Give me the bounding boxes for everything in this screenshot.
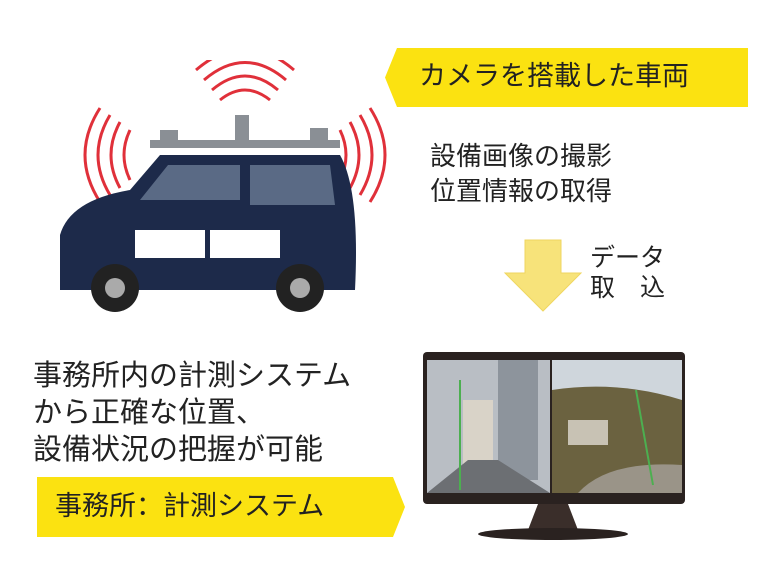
vehicle-banner: カメラを搭載した車両: [385, 48, 748, 107]
monitor-illustration: [423, 352, 685, 540]
data-import-line: データ: [590, 243, 666, 272]
capture-line: 位置情報の取得: [430, 177, 613, 207]
office-line: 事務所内の計測システム: [33, 358, 352, 392]
street-view-image: [427, 360, 550, 493]
office-line: 設備状況の把握が可能: [33, 432, 324, 466]
capture-description: 設備画像の撮影 位置情報の取得: [430, 140, 612, 210]
camera-vehicle-illustration: [60, 60, 387, 312]
capture-line: 設備画像の撮影: [430, 142, 613, 172]
rural-view-image: [552, 360, 682, 493]
roof-camera-rack: [150, 115, 340, 148]
down-arrow-icon: [503, 239, 583, 312]
data-import-label: データ 取 込: [590, 243, 665, 303]
data-import-line: 取 込: [590, 273, 666, 302]
office-banner: 事務所：計測システム: [37, 477, 405, 537]
office-description: 事務所内の計測システム から正確な位置、 設備状況の把握が可能: [33, 357, 351, 468]
signal-waves-icon: [83, 60, 387, 203]
office-line: から正確な位置、: [33, 395, 266, 429]
